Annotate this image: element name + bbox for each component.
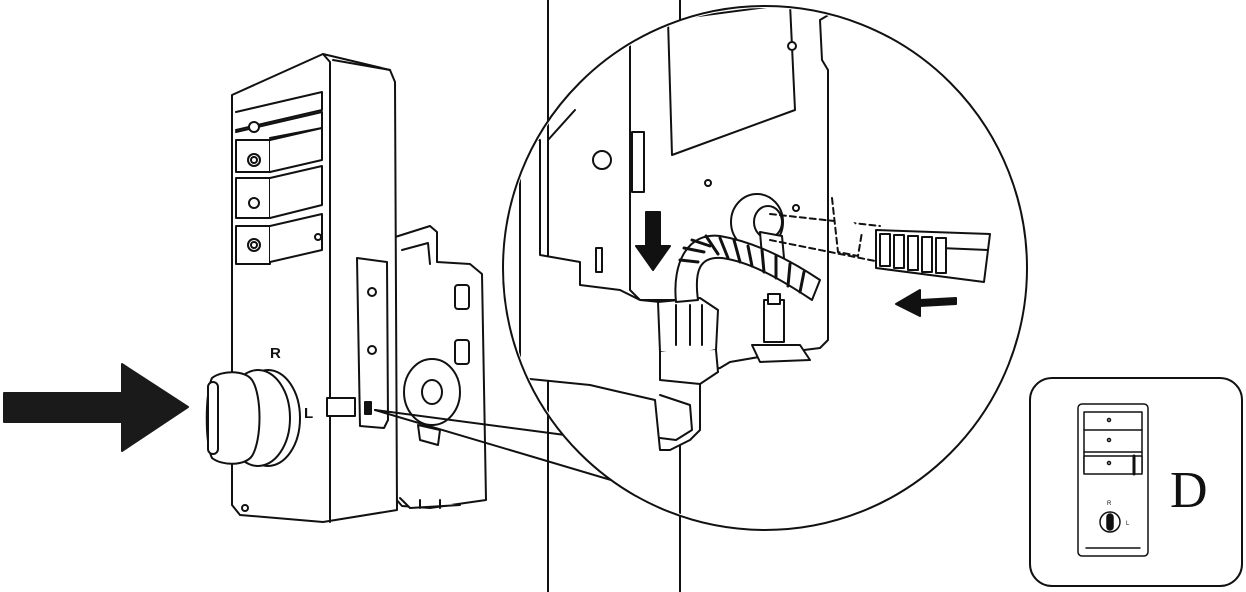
mounting-plate [384,225,487,509]
knob-r-label: R [270,345,281,362]
lock-body [205,53,398,523]
thumb-r-label: R [1107,501,1112,507]
push-arrow-icon [3,363,189,452]
thumb-l-label: L [1126,521,1130,527]
knob-l-label: L [304,405,313,422]
thumbnail-lock [1077,403,1149,557]
panel-letter: D [1170,462,1208,519]
reference-panel [1029,377,1243,587]
